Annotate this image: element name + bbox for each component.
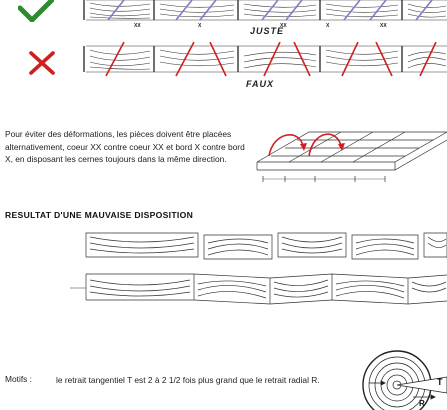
log-cross-section-diagram: T R xyxy=(362,350,447,410)
edge-tag: XX xyxy=(280,23,287,29)
board-perspective-diagram xyxy=(256,131,447,182)
radial-label: R xyxy=(419,399,425,408)
wrong-boards-diagram xyxy=(83,42,447,77)
edge-tag: X xyxy=(198,23,202,29)
motifs-text: le retrait tangentiel T est 2 à 2 1/2 fo… xyxy=(56,375,320,385)
tangential-label: T xyxy=(437,377,443,387)
warped-panel-diagram xyxy=(70,273,447,305)
edge-tag: XX xyxy=(380,23,387,29)
correct-mark-icon xyxy=(18,0,54,22)
wrong-mark-icon xyxy=(29,51,55,75)
bad-layout-heading: RESULTAT D'UNE MAUVAISE DISPOSITION xyxy=(5,210,194,220)
edge-tag: XX xyxy=(134,23,141,29)
correct-boards-diagram: XX X XX X XX xyxy=(83,0,447,29)
motifs-label: Motifs : xyxy=(5,374,32,384)
edge-tag: X xyxy=(326,23,330,29)
correct-label: JUSTE xyxy=(250,26,285,36)
wrong-label: FAUX xyxy=(246,79,275,89)
explanation-text: Pour éviter des déformations, les pièces… xyxy=(5,129,245,164)
cupped-boards-diagram xyxy=(85,232,447,260)
